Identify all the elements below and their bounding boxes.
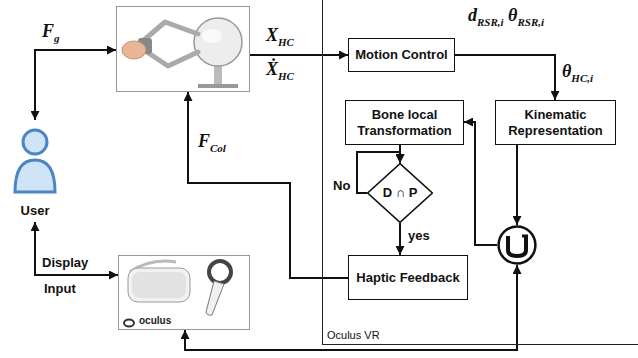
device-frame: [116, 6, 250, 92]
signal-label: dRSR,i θRSR,i: [468, 6, 544, 28]
node-text: Oculus VR: [327, 329, 380, 342]
connector: [399, 223, 401, 255]
signal-label: ẊHC: [266, 60, 294, 82]
node-text: D ∩ P: [383, 185, 418, 201]
node-text: Bone local Transformation: [350, 107, 459, 138]
unreal-logo: [508, 236, 528, 256]
node-text: Motion Control: [355, 47, 447, 63]
user-icon: [15, 130, 55, 192]
circle-outline: [497, 225, 537, 265]
flow-label: No: [333, 178, 350, 194]
connector: [250, 54, 348, 56]
system-boundary: Oculus VR Motion ControlBone local Transf…: [322, 0, 638, 345]
haptic-device: [122, 18, 242, 88]
user-actor: User: [10, 120, 60, 222]
flow-label: Display: [42, 255, 88, 271]
connector: [455, 55, 555, 100]
process-box: Bone local Transformation: [345, 100, 464, 145]
signal-label: θHC,i: [562, 62, 593, 84]
node-text: User: [21, 203, 50, 219]
decision-diamond: D ∩ P: [367, 163, 433, 223]
connector: [35, 222, 118, 275]
signal-label: Fg: [42, 22, 60, 44]
node-text: Kinematic Representation: [500, 107, 611, 138]
signal-label: XHC: [266, 26, 294, 48]
process-box: Kinematic Representation: [495, 100, 616, 145]
connector: [464, 122, 497, 245]
engine-circle: [497, 225, 537, 265]
oculus-headset: [124, 261, 231, 327]
signal-label: FCol: [198, 132, 226, 154]
process-box: Haptic Feedback: [348, 255, 468, 300]
flow-label: Input: [44, 281, 76, 297]
node-text: oculus: [139, 315, 171, 327]
node-text: Haptic Feedback: [356, 270, 459, 286]
device-frame: oculus: [118, 255, 250, 330]
connector: [516, 145, 518, 225]
process-box: Motion Control: [348, 38, 455, 72]
flow-label: yes: [408, 228, 430, 244]
connector: [188, 92, 348, 278]
connector: [35, 50, 116, 120]
